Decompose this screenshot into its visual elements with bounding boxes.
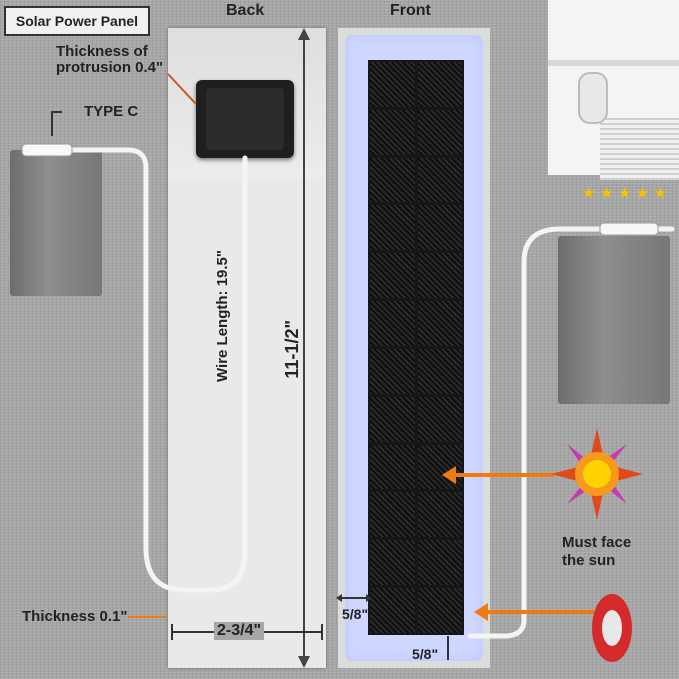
height-label: 11-1/2" <box>282 320 302 379</box>
solar-cell <box>417 253 462 299</box>
solar-cell <box>370 109 415 155</box>
solar-cell <box>417 301 462 346</box>
solar-cell <box>370 205 415 251</box>
type-c-pointer <box>51 111 62 136</box>
protrusion-label-line2: protrusion 0.4" <box>56 59 164 76</box>
left-cable <box>59 147 248 593</box>
sun-icon <box>551 428 643 520</box>
right-mount <box>558 236 670 404</box>
solar-cell <box>370 348 415 394</box>
usb-c-connector-icon <box>599 222 659 236</box>
solar-cell-grid <box>368 60 464 635</box>
star-icon: ★ <box>582 185 596 202</box>
right-cable <box>467 226 675 639</box>
solar-cell <box>370 540 415 586</box>
housing-edge <box>548 60 679 66</box>
rating-stars: ★ ★ ★ ★ ★ <box>582 184 667 203</box>
type-c-label: TYPE C <box>84 103 139 120</box>
star-icon: ★ <box>617 185 632 202</box>
back-heading: Back <box>226 2 265 19</box>
front-heading: Front <box>390 2 431 19</box>
solar-cell <box>370 301 415 346</box>
margin-bottom-label: 5/8" <box>412 646 439 662</box>
solar-cell <box>417 540 462 586</box>
product-title: Solar Power Panel <box>4 6 150 36</box>
solar-cell <box>370 396 415 442</box>
must-face-line1: Must face <box>562 534 632 551</box>
protrusion-label: Thickness of protrusion 0.4" <box>56 44 163 76</box>
must-face-sun-label: Must face the sun <box>562 534 631 570</box>
solar-cell <box>370 253 415 299</box>
vent-grille <box>600 118 679 180</box>
solar-cell <box>417 348 462 394</box>
protrusion-label-line1: Thickness of <box>56 43 148 60</box>
solar-cell <box>417 205 462 251</box>
usb-c-connector-icon <box>21 143 73 157</box>
star-icon: ★ <box>635 185 650 202</box>
junction-box-face <box>206 88 284 150</box>
usb-plug-icon <box>578 72 608 124</box>
solar-cell <box>370 492 415 538</box>
star-icon: ★ <box>599 185 614 202</box>
protrusion-pointer <box>167 73 197 105</box>
solar-cell <box>417 62 462 107</box>
solar-cell <box>417 588 462 633</box>
width-label: 2-3/4" <box>214 622 265 640</box>
must-face-line2: the sun <box>562 552 616 569</box>
solar-cell <box>417 109 462 155</box>
margin-left-label: 5/8" <box>342 606 369 622</box>
wire-length-label: Wire Length: 19.5" <box>214 250 231 382</box>
star-icon: ★ <box>653 185 668 202</box>
solar-cell <box>417 492 462 538</box>
solar-cell <box>370 157 415 203</box>
solar-cell <box>417 396 462 442</box>
solar-cell <box>417 157 462 203</box>
left-mount <box>10 150 102 296</box>
solar-cell <box>370 588 415 633</box>
thickness-label: Thickness 0.1" <box>22 608 128 625</box>
tape-roll-icon <box>592 594 632 662</box>
solar-cell <box>370 444 415 490</box>
solar-cell <box>370 62 415 107</box>
